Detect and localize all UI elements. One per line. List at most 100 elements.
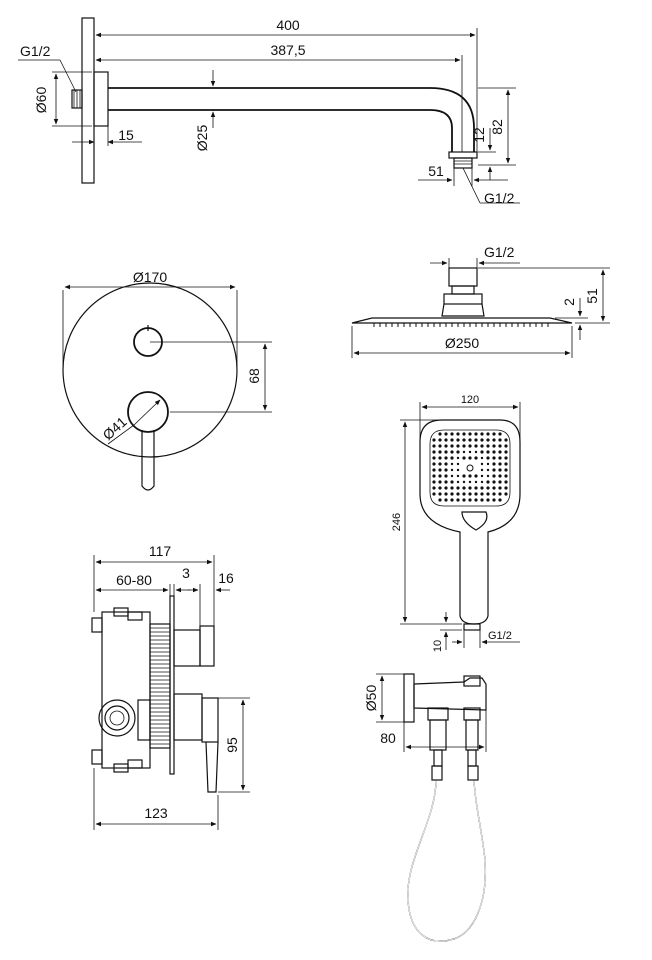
spray-nozzle <box>486 474 490 478</box>
spray-nozzle <box>438 456 442 460</box>
mixer-cartridge <box>173 693 203 741</box>
hose <box>407 779 487 942</box>
spray-nozzle <box>498 450 502 454</box>
spray-nozzle <box>468 498 472 502</box>
dim-handle-offset: 16 <box>218 570 234 586</box>
spray-nozzle <box>444 486 448 490</box>
spray-nozzle <box>504 474 508 478</box>
spray-nozzle <box>468 432 472 436</box>
spray-nozzle <box>492 438 496 442</box>
spray-nozzle <box>492 450 496 454</box>
mixer-lever <box>141 430 155 491</box>
dim-holder-diameter: Ø50 <box>363 685 379 712</box>
dim-hand-width: 120 <box>461 394 479 406</box>
spray-nozzle <box>456 498 460 502</box>
holder-body <box>413 677 487 711</box>
spray-nozzle <box>462 444 466 448</box>
spray-nozzle <box>474 438 478 442</box>
spray-nozzle <box>450 432 454 436</box>
spray-nozzle <box>468 456 472 460</box>
spray-nozzle <box>468 492 472 496</box>
spray-nozzle <box>462 456 466 460</box>
spray-nozzle <box>468 474 472 478</box>
dim-plate-thickness: 2 <box>561 298 577 306</box>
spray-nozzle <box>492 492 496 496</box>
spray-nozzle <box>450 474 454 478</box>
spray-nozzle <box>444 462 448 466</box>
dim-install-depth: 60-80 <box>116 572 152 588</box>
spray-nozzle <box>450 444 454 448</box>
spray-nozzle <box>492 456 496 460</box>
mounting-plate <box>169 595 175 775</box>
spray-nozzle <box>474 432 478 436</box>
spray-nozzle <box>486 498 490 502</box>
spray-nozzle <box>432 486 436 490</box>
spray-nozzle <box>480 456 484 460</box>
spray-nozzle <box>498 468 502 472</box>
spray-nozzle <box>486 444 490 448</box>
spray-nozzle <box>438 498 442 502</box>
spray-nozzle <box>474 444 478 448</box>
spray-nozzle <box>456 450 460 454</box>
spray-nozzle <box>450 450 454 454</box>
dim-holder-projection: 80 <box>380 730 396 746</box>
spray-nozzle <box>504 468 508 472</box>
dim-total-length: 400 <box>276 17 300 33</box>
spray-nozzle <box>432 444 436 448</box>
spray-nozzle <box>492 432 496 436</box>
dim-hand-length: 246 <box>391 513 403 531</box>
spray-nozzle <box>480 474 484 478</box>
spray-nozzle <box>480 486 484 490</box>
spray-nozzle <box>468 438 472 442</box>
spray-nozzle <box>438 438 442 442</box>
spray-nozzle <box>492 468 496 472</box>
spray-nozzle <box>432 492 436 496</box>
spray-nozzle <box>444 444 448 448</box>
spray-center <box>466 464 474 472</box>
spray-nozzle <box>462 480 466 484</box>
spray-nozzle <box>432 480 436 484</box>
inlet-port <box>98 699 136 737</box>
spray-nozzle <box>456 486 460 490</box>
spray-nozzle <box>444 498 448 502</box>
spray-nozzle <box>480 468 484 472</box>
spray-nozzle <box>432 462 436 466</box>
spray-nozzle <box>492 480 496 484</box>
spray-nozzle <box>444 468 448 472</box>
spray-nozzle <box>432 474 436 478</box>
spray-nozzle <box>480 498 484 502</box>
spray-nozzle <box>450 480 454 484</box>
spray-nozzle <box>492 498 496 502</box>
spray-nozzle <box>468 486 472 490</box>
spray-nozzle <box>444 474 448 478</box>
spray-nozzle <box>450 462 454 466</box>
spray-nozzle <box>486 480 490 484</box>
spray-nozzle <box>474 498 478 502</box>
diverter-stem <box>173 629 201 667</box>
spray-nozzle <box>450 498 454 502</box>
spray-nozzle <box>504 450 508 454</box>
spray-nozzle <box>444 456 448 460</box>
spray-nozzle <box>504 486 508 490</box>
shower-head-nozzles <box>373 323 549 327</box>
spray-nozzle <box>498 432 502 436</box>
spray-nozzle <box>462 492 466 496</box>
spray-nozzle <box>444 438 448 442</box>
dim-outlet-offset: 51 <box>428 163 444 179</box>
spray-nozzle <box>498 462 502 466</box>
dim-arm-length: 387,5 <box>270 42 305 58</box>
dim-knob-spacing: 68 <box>246 368 262 384</box>
spray-nozzle <box>498 492 502 496</box>
spray-nozzle <box>504 492 508 496</box>
dim-body-depth: 123 <box>144 805 168 821</box>
spray-nozzle <box>498 456 502 460</box>
spray-nozzle <box>456 438 460 442</box>
spray-nozzle <box>474 456 478 460</box>
label-outlet-thread: G1/2 <box>484 190 515 206</box>
spray-nozzle <box>456 462 460 466</box>
spray-nozzle <box>504 456 508 460</box>
wall-holder-view: Ø50 80 <box>363 673 487 942</box>
spray-nozzle <box>444 480 448 484</box>
dim-body-depth-total: 117 <box>149 543 172 559</box>
